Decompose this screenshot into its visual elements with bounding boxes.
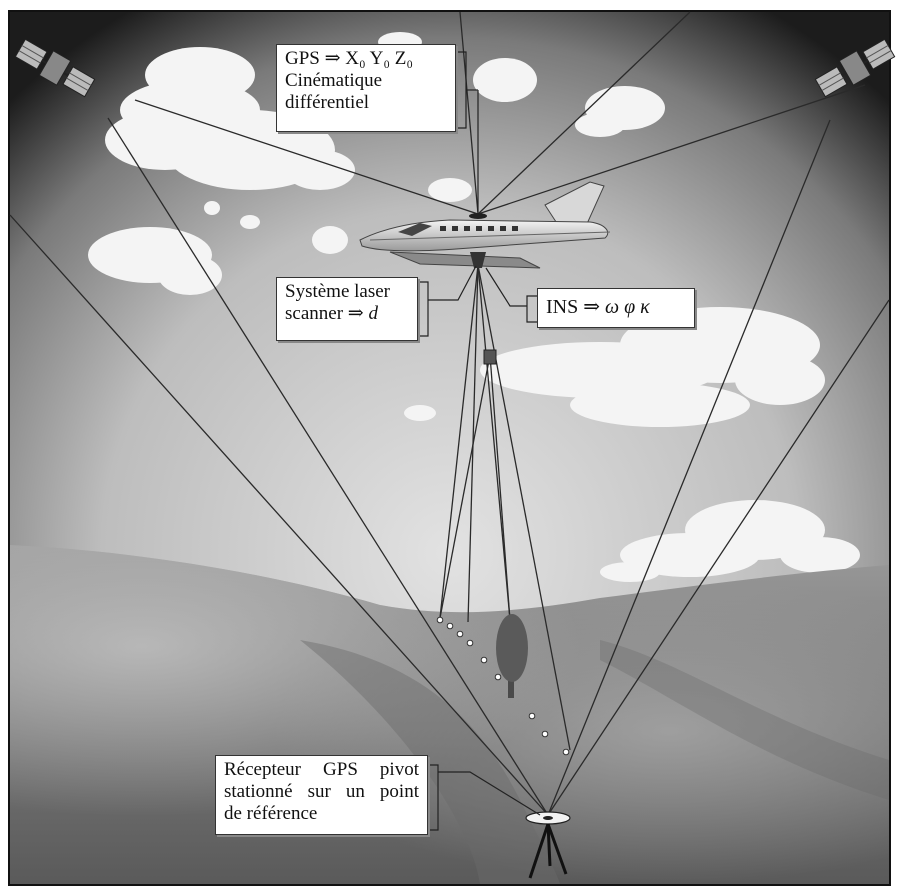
laser-sensor [483, 349, 497, 365]
cloud [600, 500, 860, 582]
satellite-signal-lines [9, 11, 890, 816]
gps-label-line: Cinématique [285, 70, 383, 91]
receiver-label-line: stationné sur un point [224, 781, 419, 802]
receiver-label-line: Récepteur GPS pivot [224, 759, 419, 780]
gps-label: GPS ⇒ X₀ Y₀ Z₀ Cinématique différentiel [276, 44, 456, 132]
gps-label-line: différentiel [285, 92, 370, 113]
laser-label-prefix: scanner ⇒ [285, 303, 369, 324]
satellite-icon [814, 38, 896, 98]
receiver-label-line: de référence [224, 803, 318, 824]
laser-scanner-label: Système laser scanner ⇒ d [276, 277, 418, 341]
laser-label-line: Système laser [285, 281, 391, 302]
aircraft-icon [359, 181, 611, 269]
ins-label: INS ⇒ ω φ κ [537, 288, 695, 328]
tripod-icon [525, 811, 571, 879]
tree-icon [496, 614, 528, 698]
cloud [378, 32, 665, 137]
ins-label-prefix: INS ⇒ [546, 296, 605, 318]
callout-connectors [418, 51, 541, 831]
clouds [88, 32, 860, 582]
cloud [88, 178, 472, 295]
ins-angles: ω φ κ [604, 296, 650, 318]
laser-label-line: scanner ⇒ d [285, 303, 409, 325]
laser-distance-symbol: d [368, 303, 378, 324]
laser-beams [439, 264, 571, 751]
satellite-icon [14, 38, 96, 98]
ins-label-line: INS ⇒ ω φ κ [546, 292, 686, 322]
gps-receiver-label: Récepteur GPS pivot stationné sur un poi… [215, 755, 428, 835]
gps-label-line: GPS ⇒ X₀ Y₀ Z₀ [285, 48, 413, 69]
